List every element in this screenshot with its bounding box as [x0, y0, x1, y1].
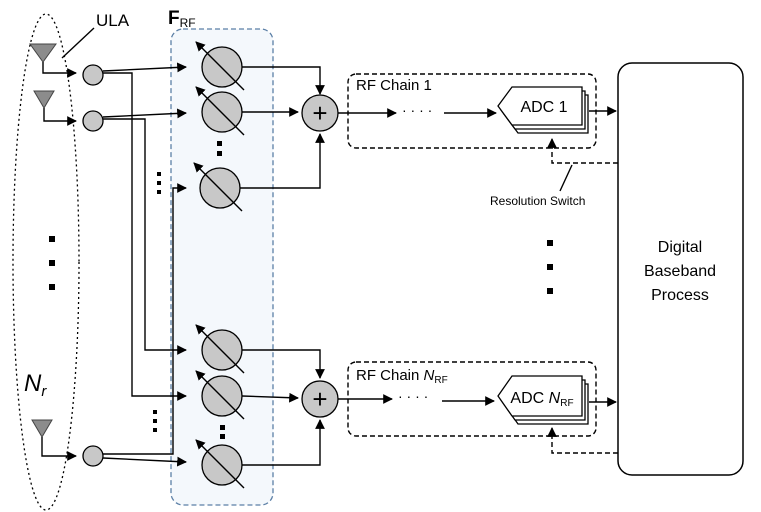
rf-chain-n-label: RF Chain NRF [356, 367, 448, 386]
ula-pointer [61, 27, 95, 59]
frf-label: FRF [168, 8, 196, 30]
antenna-icon [29, 43, 77, 78]
splitter-node [82, 110, 104, 132]
feed-ellipsis [153, 172, 161, 432]
phase-shifter [195, 439, 245, 489]
digital-baseband-line-1: Digital [658, 239, 702, 256]
adc-1-label: ADC 1 [520, 99, 567, 116]
phase-shifter-ellipsis [217, 141, 222, 156]
combiner-lines-bottom [241, 349, 325, 466]
summation-symbol: + [312, 384, 327, 414]
antenna-ellipsis [49, 236, 55, 290]
summation-symbol: + [312, 98, 327, 128]
resolution-switch-line-1 [547, 138, 618, 164]
resolution-switch-pointer [559, 164, 573, 192]
adc-n-label: ADC NRF [510, 390, 573, 409]
splitter-node [82, 445, 104, 467]
resolution-switch-label: Resolution Switch [490, 194, 585, 208]
chain-ellipsis [547, 240, 553, 294]
resolution-switch-line-n [547, 427, 618, 454]
rf-chain-1-ellipsis: · · · · [402, 102, 432, 118]
frf-box [170, 28, 274, 506]
feed-lines [102, 62, 187, 467]
combiner-lines-top [240, 66, 325, 189]
phase-shifter-ellipsis [220, 425, 225, 439]
nr-label: Nr [24, 370, 47, 400]
digital-baseband-line-2: Baseband [644, 263, 716, 280]
rf-chain-n-ellipsis: · · · · [398, 388, 428, 404]
adc-1-block: ADC 1 [497, 86, 589, 134]
adc-n-block: ADC NRF [497, 375, 589, 425]
rf-chain-1-label: RF Chain 1 [356, 77, 432, 94]
ula-ellipse [12, 13, 80, 511]
ula-label: ULA [96, 11, 130, 30]
digital-baseband-line-3: Process [651, 287, 709, 304]
splitter-node [82, 64, 104, 86]
antenna-icon [31, 419, 77, 461]
digital-baseband-block [617, 62, 744, 476]
antenna-icon [33, 90, 77, 126]
